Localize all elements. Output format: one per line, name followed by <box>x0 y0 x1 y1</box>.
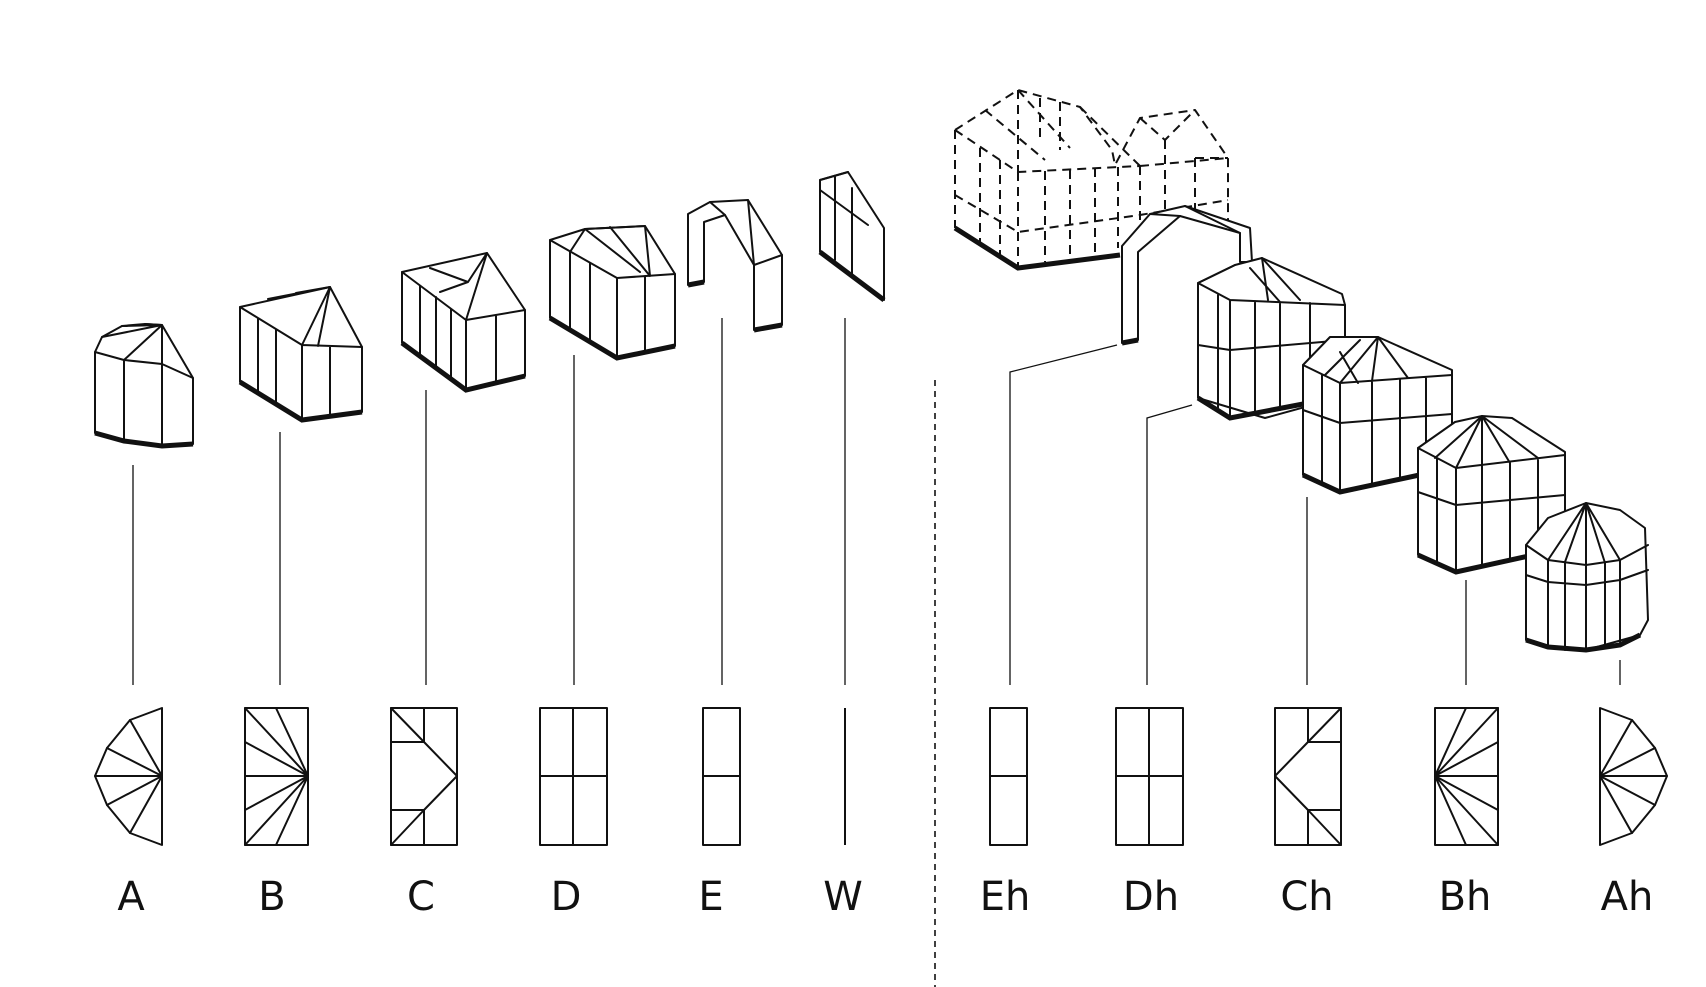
module-Eh-leader <box>1009 344 1118 685</box>
module-Dh-label: Dh <box>1123 874 1179 920</box>
module-C-label: C <box>407 874 435 920</box>
module-E-plan <box>702 707 741 846</box>
module-D-axonometric <box>548 225 676 361</box>
module-Eh-axonometric <box>1121 205 1253 346</box>
module-Ch-plan <box>1274 707 1342 846</box>
module-Eh-label: Eh <box>980 874 1031 920</box>
module-Ah-axonometric <box>1525 502 1649 653</box>
module-A-axonometric <box>94 323 194 449</box>
module-B-plan <box>244 707 309 846</box>
module-Ch-label: Ch <box>1280 874 1333 920</box>
module-W-axonometric <box>818 171 886 302</box>
module-Dh-plan <box>1115 707 1184 846</box>
module-Bh-axonometric <box>1416 415 1566 575</box>
module-D-plan <box>539 707 608 846</box>
module-A-label: A <box>117 874 145 920</box>
module-D-label: D <box>551 874 582 920</box>
module-E-label: E <box>698 874 723 920</box>
module-C-plan <box>390 707 458 846</box>
module-W-label: W <box>823 874 863 920</box>
ghost-house-dashed <box>953 89 1229 271</box>
module-Ch-axonometric <box>1301 336 1453 495</box>
module-Dh-leader <box>1146 404 1193 685</box>
module-Ah-plan <box>1599 707 1668 846</box>
module-E-axonometric <box>687 199 783 333</box>
module-Eh-plan <box>989 707 1028 846</box>
module-A-plan <box>94 707 163 846</box>
module-Bh-plan <box>1434 707 1499 846</box>
module-C-axonometric <box>400 252 526 393</box>
module-Bh-label: Bh <box>1439 874 1492 920</box>
module-Ah-label: Ah <box>1601 874 1654 920</box>
module-B-label: B <box>258 874 285 920</box>
module-B-axonometric <box>238 286 363 423</box>
